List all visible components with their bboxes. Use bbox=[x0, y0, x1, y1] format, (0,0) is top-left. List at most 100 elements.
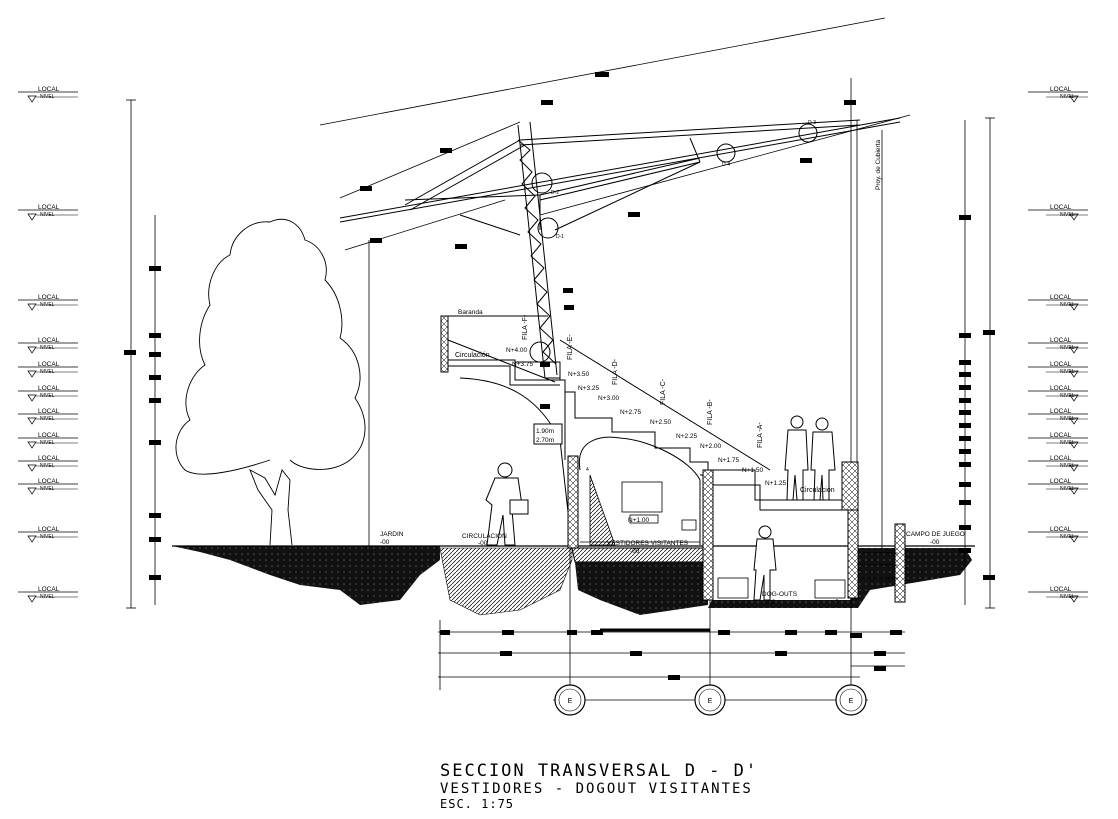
level-n300: N+3.00 bbox=[598, 395, 620, 402]
row-label-d: FILA -D- bbox=[612, 358, 619, 385]
row-label-c: FILA -C- bbox=[660, 378, 667, 405]
roof-projection-label: Proy. de Cubierta bbox=[875, 140, 882, 190]
circulation-top-label: Circulación bbox=[455, 352, 490, 359]
roof-truss bbox=[339, 117, 901, 379]
level-tag-bottom: NIVEL bbox=[40, 302, 55, 308]
section-number-2: 2 bbox=[888, 564, 891, 570]
level-n225: N+2.25 bbox=[676, 433, 698, 440]
level-tag-top: LOCAL bbox=[1050, 455, 1072, 462]
level-tag-top: LOCAL bbox=[1050, 526, 1072, 533]
level-tag-top: LOCAL bbox=[38, 204, 60, 211]
dimension-markers bbox=[124, 72, 995, 680]
level-tag-bottom: NIVEL bbox=[1060, 369, 1075, 375]
person-standing bbox=[753, 525, 777, 601]
level-tag-bottom: NIVEL bbox=[1060, 302, 1075, 308]
detail-ref-2: D-2 bbox=[551, 190, 559, 196]
section-number-1: 1 bbox=[888, 552, 891, 558]
level-tag-bottom: NIVEL bbox=[40, 440, 55, 446]
level-tag-bottom: NIVEL bbox=[40, 594, 55, 600]
level-tag-bottom: NIVEL bbox=[40, 94, 55, 100]
level-tag-top: LOCAL bbox=[38, 478, 60, 485]
level-tag-bottom: NIVEL bbox=[1060, 212, 1075, 218]
level-tag-bottom: NIVEL bbox=[40, 393, 55, 399]
section-number-3: 3 bbox=[888, 577, 891, 583]
level-n400: N+4.00 bbox=[506, 347, 528, 354]
level-tag-top: LOCAL bbox=[1050, 86, 1072, 93]
level-n325: N+3.25 bbox=[578, 385, 600, 392]
level-n350: N+3.50 bbox=[568, 371, 590, 378]
circulation-bottom-label: CIRCULACION bbox=[462, 533, 507, 540]
space-labels: Baranda Circulación Circulación CIRCULAC… bbox=[380, 309, 965, 606]
level-tag-bottom: NIVEL bbox=[1060, 94, 1075, 100]
wall-hatches bbox=[567, 455, 906, 603]
title-line-2: VESTIDORES - DOGOUT VISITANTES bbox=[440, 781, 753, 797]
level-tag-bottom: NIVEL bbox=[1060, 440, 1075, 446]
ground-soil bbox=[172, 545, 975, 616]
axis-marker-1: E bbox=[554, 684, 586, 716]
title-block: SECCION TRANSVERSAL D - D' VESTIDORES - … bbox=[440, 761, 756, 811]
level-tag-top: LOCAL bbox=[1050, 294, 1072, 301]
row-label-b: FILA -B- bbox=[707, 399, 714, 425]
level-tag-top: LOCAL bbox=[1050, 432, 1072, 439]
garden-level: -00 bbox=[380, 539, 390, 546]
level-tag-top: LOCAL bbox=[1050, 478, 1072, 485]
field-level: -00 bbox=[930, 539, 940, 546]
level-tag-top: LOCAL bbox=[1050, 337, 1072, 344]
row-labels: FILA -F- FILA -E- FILA -D- FILA -C- FILA… bbox=[522, 140, 882, 448]
circulation-right-label: Circulación bbox=[800, 487, 835, 494]
title-line-3: ESC. 1:75 bbox=[440, 797, 514, 811]
detail-ref-1: D-1 bbox=[556, 234, 564, 240]
level-n125: N+1.25 bbox=[765, 480, 787, 487]
two-people bbox=[784, 415, 836, 501]
dimension-1-90: 1.90m bbox=[536, 428, 554, 435]
level-tag-top: LOCAL bbox=[38, 86, 60, 93]
level-tag-top: LOCAL bbox=[38, 586, 60, 593]
axis-markers: E E E bbox=[553, 684, 868, 716]
level-n275: N+2.75 bbox=[620, 409, 642, 416]
level-n175: N+1.75 bbox=[718, 457, 740, 464]
grandstand bbox=[440, 315, 851, 549]
axis-label-3: E bbox=[849, 698, 854, 705]
level-n250: N+2.50 bbox=[650, 419, 672, 426]
level-tag-top: LOCAL bbox=[38, 361, 60, 368]
level-tag-top: LOCAL bbox=[38, 408, 60, 415]
level-tag-bottom: NIVEL bbox=[1060, 393, 1075, 399]
level-tag-top: LOCAL bbox=[1050, 586, 1072, 593]
level-tag-top: LOCAL bbox=[38, 455, 60, 462]
level-tag-top: LOCAL bbox=[1050, 361, 1072, 368]
level-tag-top: LOCAL bbox=[1050, 408, 1072, 415]
level-tag-bottom: NIVEL bbox=[1060, 486, 1075, 492]
axis-label-2: E bbox=[708, 698, 713, 705]
level-n200: N+2.00 bbox=[700, 443, 722, 450]
circulation-bottom-level: -00 bbox=[478, 540, 488, 547]
level-tag-bottom: NIVEL bbox=[1060, 345, 1075, 351]
locker-room-label: VESTIDORES VISITANTES bbox=[607, 540, 689, 547]
level-tags: LOCALNIVELLOCALNIVELLOCALNIVELLOCALNIVEL… bbox=[18, 86, 1088, 603]
axis-label-1: E bbox=[568, 698, 573, 705]
level-n375: N+3.75 bbox=[512, 361, 534, 368]
row-label-f: FILA -F- bbox=[522, 314, 529, 340]
section-number-5: 5 bbox=[836, 599, 839, 605]
level-tag-bottom: NIVEL bbox=[40, 486, 55, 492]
dugouts-level: -.00 bbox=[764, 599, 776, 606]
person-with-briefcase bbox=[485, 462, 529, 546]
level-tag-bottom: NIVEL bbox=[40, 463, 55, 469]
detail-ref-4: D-4 bbox=[722, 162, 730, 168]
level-tag-top: LOCAL bbox=[1050, 204, 1072, 211]
level-tag-top: LOCAL bbox=[1050, 385, 1072, 392]
